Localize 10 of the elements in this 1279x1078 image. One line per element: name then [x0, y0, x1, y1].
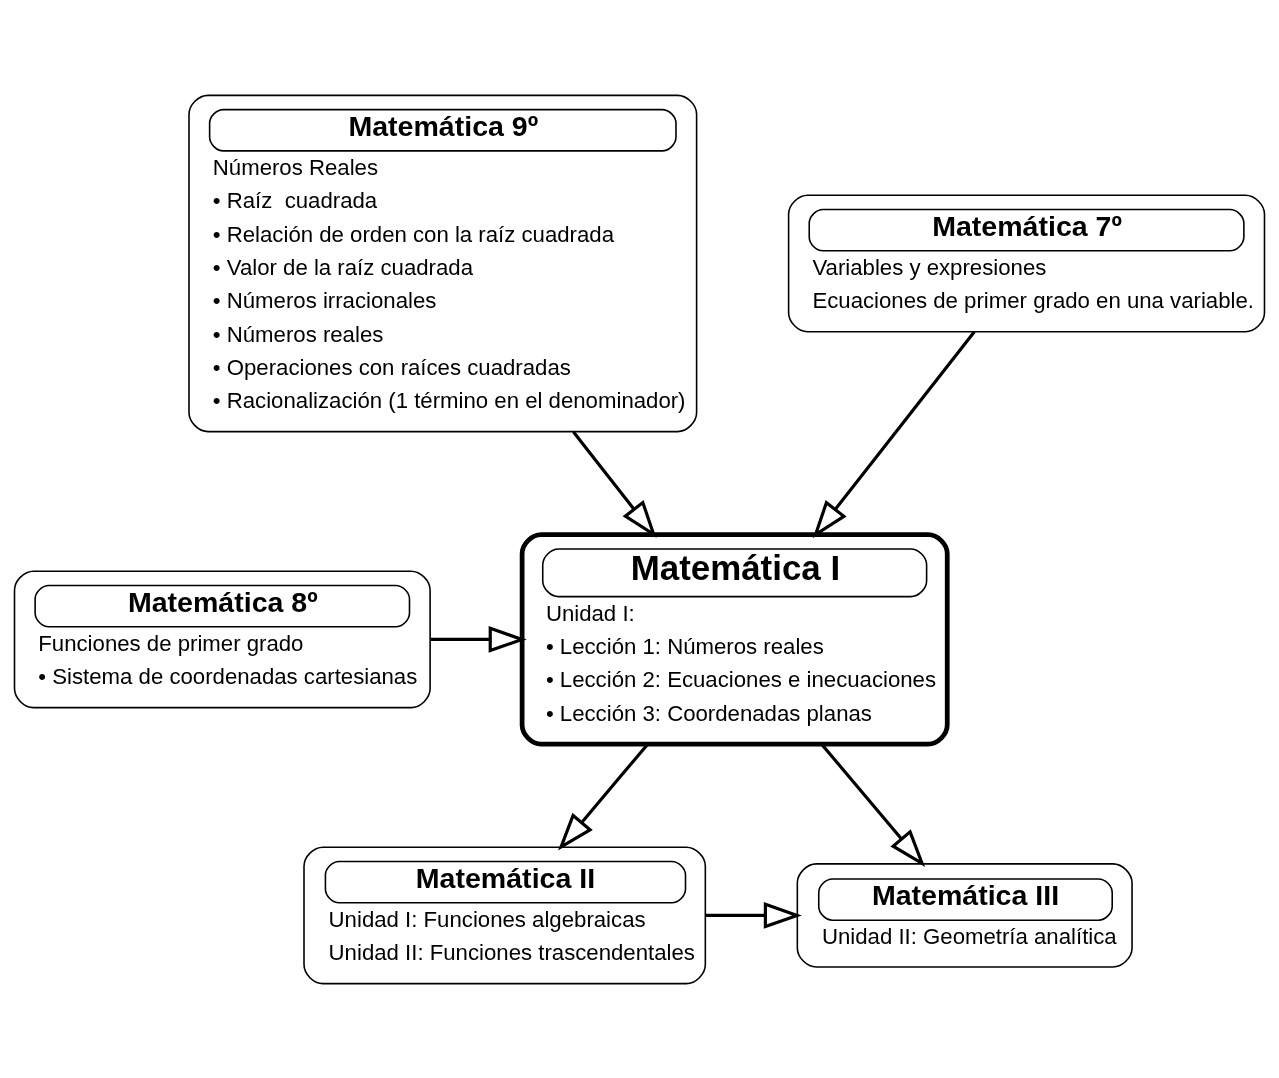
node-box: Matemática II Unidad I: Funciones algebraicas Unidad II: Funciones trascendentales: [303, 845, 707, 984]
arrow: [430, 625, 527, 653]
node-box: Matemática III Unidad II: Geometría analítica: [796, 862, 1133, 968]
arrow: [812, 330, 976, 538]
arrow: [705, 901, 802, 929]
node-box: Matemática I Unidad I: • Lección 1: Números reales • Lección 2: Ecuaciones e inecuaciones • Lección 3: Coordenadas planas: [519, 531, 950, 746]
node-box: Matemática 7º Variables y expresiones Ecuaciones de primer grado en una variable.: [787, 194, 1266, 332]
arrow: [572, 430, 657, 538]
node-box: Matemática 8º Funciones de primer grado • Sistema de coordenadas cartesianas: [13, 569, 431, 708]
node-box: Matemática 9º Números Reales • Raíz cuadrada • Relación de orden con la raíz cuadrada • Valor de la raíz cuadrada • Números irracionales • Números reales • Operaciones con raíces cuadradas • Racionalización (1 término en el denominador): [188, 94, 698, 432]
